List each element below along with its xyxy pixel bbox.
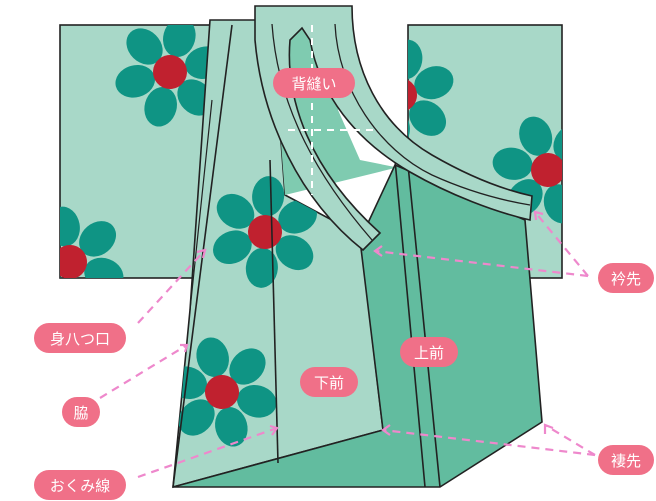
label-seam-back: 背縫い — [273, 68, 355, 98]
arrowhead-collar-tip-2 — [373, 245, 383, 257]
label-collar-tip-text: 衿先 — [611, 270, 641, 288]
leader-hem-corner-2 — [382, 428, 596, 457]
arrowhead-side-seam — [180, 343, 189, 353]
okumi-line-upper-1 — [394, 159, 426, 488]
leader-side-seam — [99, 344, 188, 399]
leader-collar-tip-2 — [374, 249, 589, 278]
collar — [254, 5, 533, 252]
label-hem-corner-text: 褄先 — [611, 452, 641, 470]
label-side-seam: 脇 — [62, 397, 100, 427]
label-sleeve-opening-text: 身八つ口 — [50, 330, 110, 348]
upper-front-panel — [172, 163, 543, 488]
side-seam-left-inner — [189, 99, 213, 311]
label-seam-back-text: 背縫い — [291, 75, 336, 93]
arrowhead-collar-tip-1 — [533, 210, 544, 221]
arrowhead-hem-corner-1 — [543, 423, 554, 434]
arrowhead-okumi — [269, 424, 279, 436]
label-upper-front-text: 上前 — [414, 344, 444, 362]
label-okumi-line-text: おくみ線 — [50, 477, 111, 495]
collar-inner-line — [271, 23, 373, 241]
leader-hem-corner-1 — [544, 424, 596, 456]
label-okumi-line: おくみ線 — [34, 470, 126, 500]
label-upper-front: 上前 — [400, 337, 458, 367]
label-side-seam-text: 脇 — [73, 404, 88, 422]
label-sleeve-opening: 身八つ口 — [34, 323, 126, 353]
okumi-line-upper-2 — [407, 164, 441, 488]
label-hem-corner: 褄先 — [598, 445, 654, 475]
label-collar-tip: 衿先 — [598, 263, 654, 293]
leader-arrowheads — [180, 210, 554, 436]
arrowhead-hem-corner-2 — [381, 424, 391, 436]
arrowhead-sleeve-opening — [196, 248, 207, 259]
label-lower-front-text: 下前 — [314, 374, 344, 392]
leader-sleeve-opening — [137, 249, 206, 324]
label-lower-front: 下前 — [300, 367, 358, 397]
leader-okumi — [137, 426, 278, 479]
leader-lines — [99, 211, 596, 479]
okumi-line-lower — [269, 159, 279, 464]
